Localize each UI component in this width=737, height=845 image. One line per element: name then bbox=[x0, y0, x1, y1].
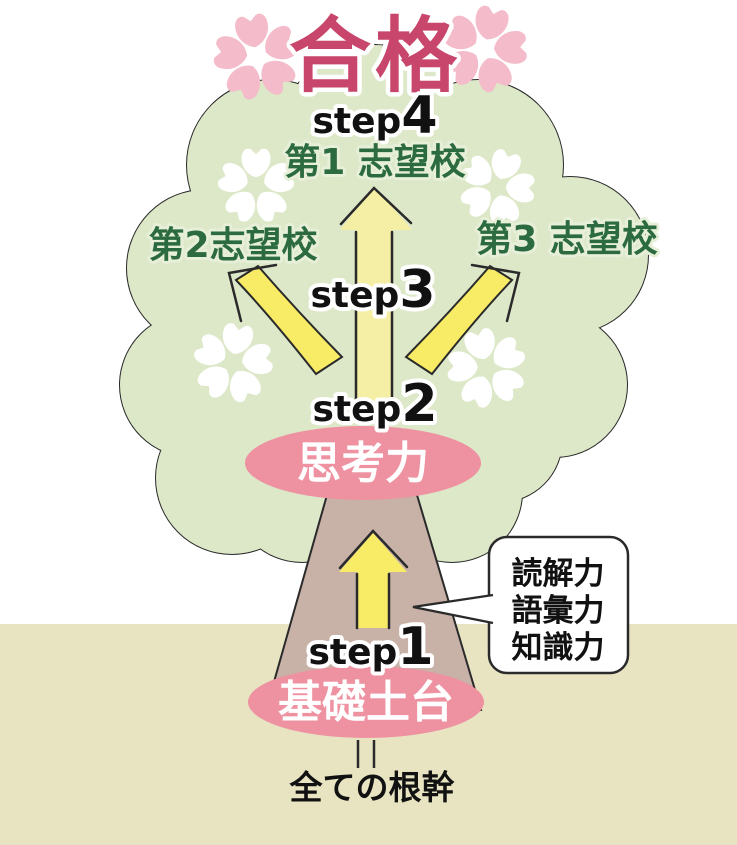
arrow-branch-right-icon bbox=[404, 263, 521, 376]
thinking-node-label: 思考力 bbox=[297, 438, 429, 489]
foundation-node-label: 基礎土台 bbox=[278, 677, 454, 728]
step2-label: step2 bbox=[312, 374, 437, 434]
school-third-choice: 第3 志望校 bbox=[476, 219, 658, 260]
arrow-step1-trunk-icon bbox=[338, 529, 409, 630]
school-second-choice: 第2志望校 bbox=[148, 225, 317, 266]
thinking-node bbox=[245, 426, 481, 500]
school-first-choice: 第1 志望校 bbox=[284, 142, 466, 183]
bubble-line-knowledge: 知識力 bbox=[512, 630, 605, 666]
arrow-step3-center-icon bbox=[339, 186, 413, 420]
arrow-branch-left-icon bbox=[227, 263, 344, 376]
skills-speech-bubble: 読解力 語彙力 知識力 bbox=[412, 535, 630, 675]
step4-label: step4 bbox=[312, 86, 437, 146]
speech-bubble-tail bbox=[412, 593, 494, 625]
title-pass: 合格 bbox=[289, 9, 461, 104]
bubble-line-vocabulary: 語彙力 bbox=[512, 593, 605, 629]
roots-caption: 全ての根幹 bbox=[289, 768, 456, 807]
step1-label: step1 bbox=[308, 617, 433, 677]
root-lines bbox=[356, 740, 376, 768]
bubble-line-reading: 読解力 bbox=[512, 556, 605, 592]
step3-label: step3 bbox=[310, 260, 435, 320]
foundation-node bbox=[248, 666, 484, 738]
